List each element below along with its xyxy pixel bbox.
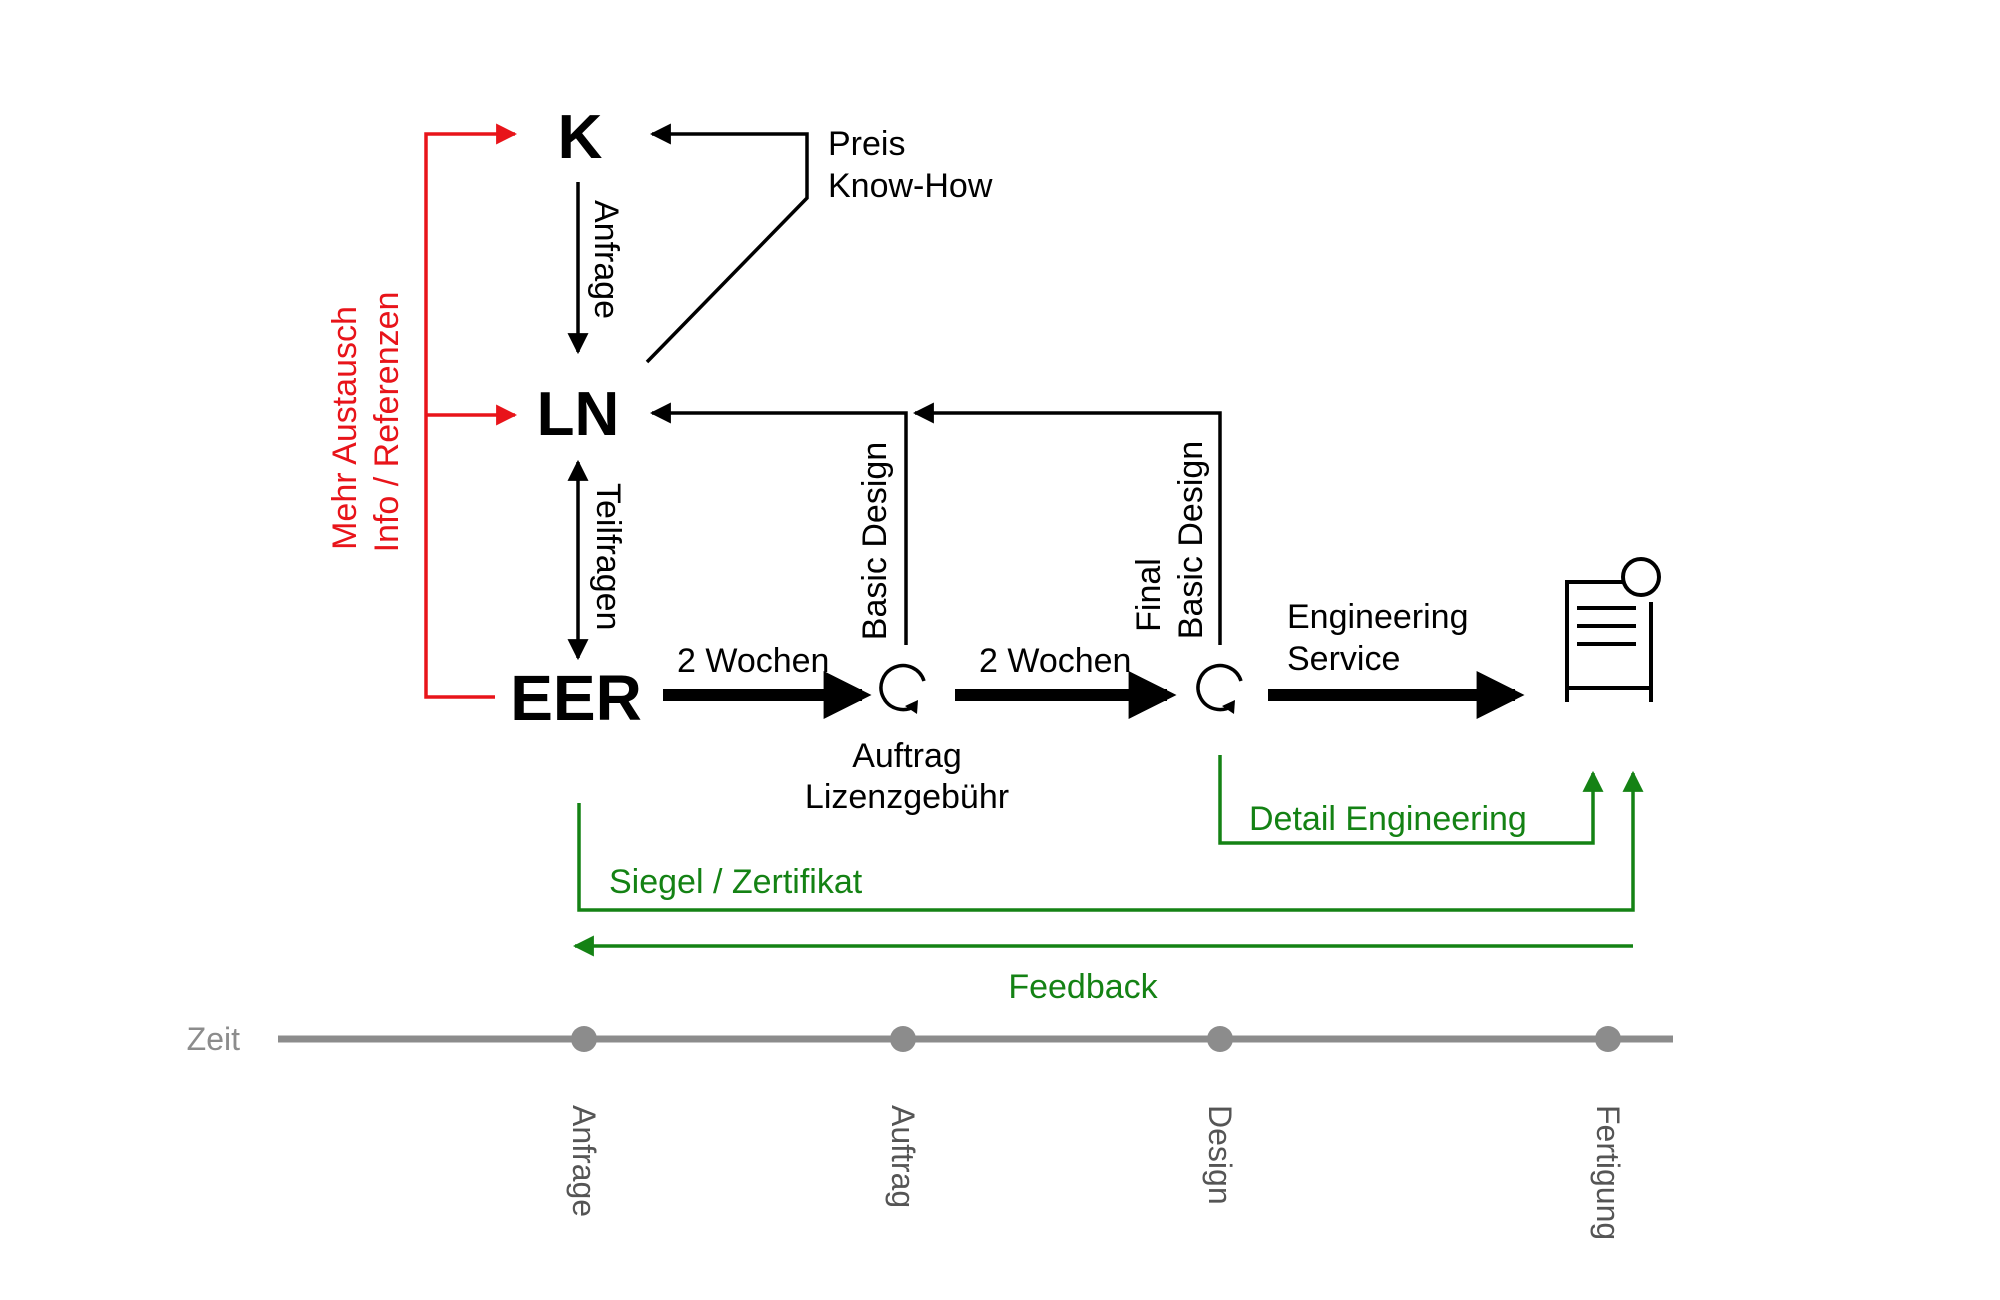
preis-knowhow-arrow (645, 123, 809, 364)
cycle-icon (879, 663, 926, 714)
timeline-dot-anfrage (571, 1026, 597, 1052)
auftrag-label: Auftrag (852, 737, 962, 775)
know-how-label: Know-How (828, 167, 993, 205)
basic-design-arrow (649, 402, 908, 645)
timeline-milestone-auftrag: Auftrag (885, 1105, 921, 1208)
detail-engineering-arrow (1218, 755, 1604, 845)
teilfragen-label: Teilfragen (589, 483, 627, 630)
final-basic-design-label: Basic Design (1172, 441, 1210, 639)
cycle-icon (1196, 663, 1243, 714)
siegel-label: Siegel / Zertifikat (609, 863, 863, 901)
siegel-arrow (577, 770, 1644, 912)
node-ln: LN (537, 380, 620, 449)
timeline-milestone-anfrage: Anfrage (566, 1105, 602, 1217)
zwei-wochen-1-label: 2 Wochen (677, 642, 829, 680)
service-label: Service (1287, 640, 1400, 678)
timeline-dot-fertigung (1595, 1026, 1621, 1052)
info-referenzen-label: Info / Referenzen (368, 292, 406, 553)
timeline-label: Zeit (187, 1021, 240, 1057)
zwei-wochen-2-label: 2 Wochen (979, 642, 1131, 680)
basic-design-label: Basic Design (856, 442, 894, 640)
anfrage-label: Anfrage (587, 200, 625, 319)
mehr-austausch-label: Mehr Austausch (326, 306, 364, 550)
final-basic-design-arrow (912, 402, 1222, 645)
lizenzgebuehr-label: Lizenzgebühr (805, 778, 1009, 816)
timeline-dot-auftrag (890, 1026, 916, 1052)
timeline-milestone-design: Design (1202, 1105, 1238, 1205)
node-eer: EER (510, 662, 642, 734)
feedback-label: Feedback (1008, 968, 1158, 1006)
final-label: Final (1130, 558, 1168, 632)
preis-label: Preis (828, 125, 905, 163)
engineering-label: Engineering (1287, 598, 1468, 636)
timeline-milestone-fertigung: Fertigung (1590, 1105, 1626, 1240)
detail-engineering-label: Detail Engineering (1249, 800, 1527, 838)
document-machine-icon (1565, 557, 1661, 702)
node-k: K (558, 103, 603, 172)
timeline-dot-design (1207, 1026, 1233, 1052)
